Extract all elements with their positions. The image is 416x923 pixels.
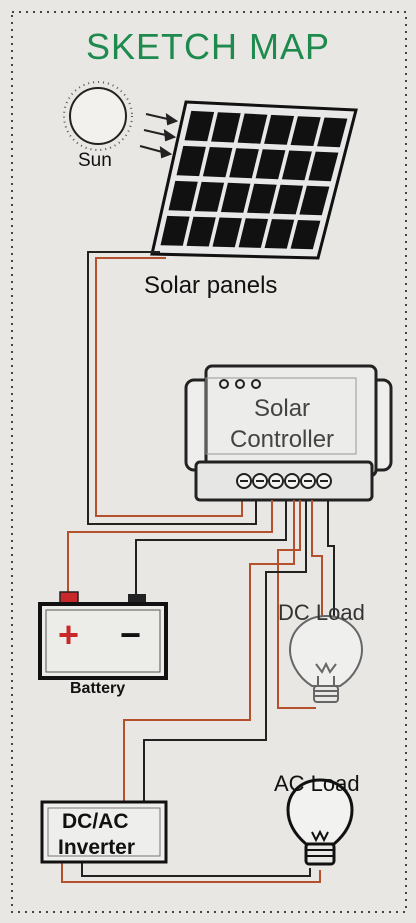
solar-cell xyxy=(220,182,251,213)
controller-to-inverter-wires xyxy=(123,500,307,804)
solar-controller xyxy=(184,364,393,502)
solar-cell xyxy=(264,219,295,249)
solar-cell xyxy=(186,216,216,247)
solar-cell xyxy=(255,149,286,180)
solar-cell xyxy=(229,148,259,179)
controller-to-battery-wires xyxy=(67,500,287,598)
solar-cell xyxy=(184,110,215,142)
solar-panels-label: Solar panels xyxy=(144,272,278,299)
solar-panel-icon xyxy=(150,100,358,260)
panel-to-controller-wires xyxy=(87,251,257,525)
indicator-leds xyxy=(219,379,261,389)
solar-cell xyxy=(273,184,304,215)
dotted-frame xyxy=(11,11,407,913)
controller-label-line1: Solar xyxy=(254,395,311,422)
battery-minus-sign: − xyxy=(120,614,142,655)
solar-cell xyxy=(237,113,268,144)
inverter-label-line1: DC/AC xyxy=(62,810,129,833)
battery-plus-sign: + xyxy=(58,614,80,655)
sun-label: Sun xyxy=(78,150,112,171)
solar-cell xyxy=(264,114,295,145)
controller-label-line2: Controller xyxy=(230,426,335,453)
solar-cell xyxy=(247,183,277,214)
sun-icon xyxy=(63,81,133,151)
dc-load-label: DC Load xyxy=(278,600,365,625)
inverter-to-ac-load-wires xyxy=(61,862,321,883)
solar-cell xyxy=(290,220,321,250)
solar-cell xyxy=(202,147,233,178)
solar-cell xyxy=(176,145,206,177)
solar-cell xyxy=(308,151,339,182)
page-title: SKETCH MAP xyxy=(85,26,331,67)
terminal-screws xyxy=(236,473,332,489)
solar-cell xyxy=(194,181,225,212)
inverter-box xyxy=(40,800,168,864)
battery-label: Battery xyxy=(70,680,126,697)
ac-load-bulb-icon xyxy=(286,778,354,866)
solar-cell xyxy=(281,150,312,181)
solar-cell xyxy=(160,215,190,246)
solar-cell xyxy=(211,112,241,143)
solar-cell xyxy=(168,180,198,211)
dc-load-bulb-icon xyxy=(288,614,364,703)
solar-cell xyxy=(212,217,242,248)
ac-load-label: AC Load xyxy=(274,771,360,796)
battery-icon xyxy=(38,591,168,680)
solar-cell xyxy=(317,117,348,148)
solar-cell xyxy=(238,218,269,248)
sunlight-arrows xyxy=(139,112,179,159)
inverter-label-line2: Inverter xyxy=(58,836,136,859)
solar-cell xyxy=(290,116,321,146)
solar-cell xyxy=(299,185,330,216)
